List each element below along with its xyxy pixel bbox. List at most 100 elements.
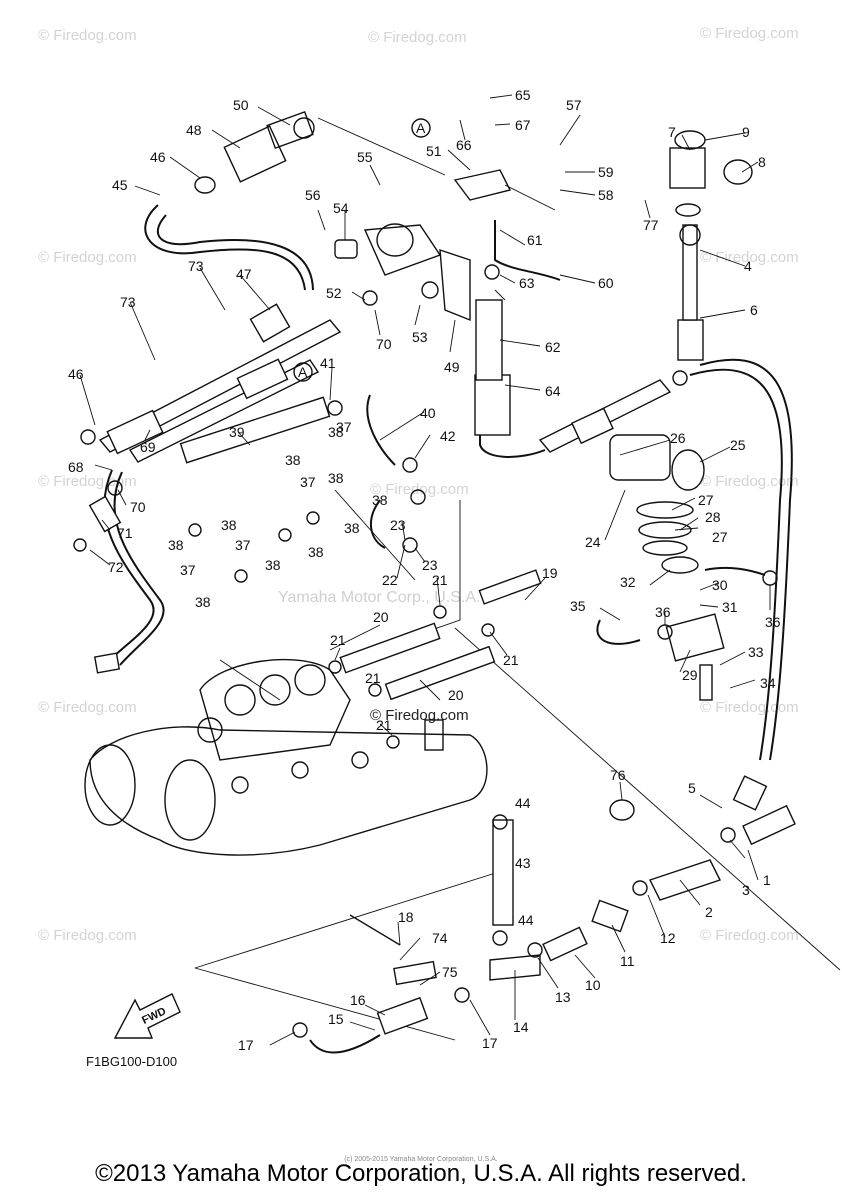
callout-number: 22	[382, 572, 398, 588]
callout-numbers: 1 2 3 4 5 6 7 8 9 10 11 12 13 14 15 16 1…	[68, 87, 781, 1053]
callout-number: 40	[420, 405, 436, 421]
callout-number: 43	[515, 855, 531, 871]
watermark: © Firedog.com	[38, 927, 137, 944]
callout-number: 53	[412, 329, 428, 345]
watermark: © Firedog.com	[700, 927, 799, 944]
callout-number: 68	[68, 459, 84, 475]
watermark: © Firedog.com	[700, 249, 799, 266]
callout-number: 8	[758, 154, 766, 170]
callout-number: 20	[448, 687, 464, 703]
callout-number: 36	[655, 604, 671, 620]
callout-number: 38	[265, 557, 281, 573]
callout-number: 69	[140, 439, 156, 455]
callout-number: 37	[336, 419, 352, 435]
callout-number: 39	[229, 424, 245, 440]
callout-number: 33	[748, 644, 764, 660]
callout-number: 37	[300, 474, 316, 490]
callout-number: 20	[373, 609, 389, 625]
svg-text:A: A	[298, 364, 308, 380]
callout-number: 38	[372, 492, 388, 508]
callout-number: 12	[660, 930, 676, 946]
callout-number: 6	[750, 302, 758, 318]
callout-number: 15	[328, 1011, 344, 1027]
watermark: © Firedog.com	[38, 473, 137, 490]
drawing-code: F1BG100-D100	[86, 1054, 177, 1069]
watermark: © Firedog.com	[700, 699, 799, 716]
engine-assembly	[84, 658, 488, 856]
watermark: © Firedog.com	[368, 29, 467, 46]
callout-number: 42	[440, 428, 456, 444]
callout-number: 31	[722, 599, 738, 615]
callout-number: 29	[682, 667, 698, 683]
callout-number: 56	[305, 187, 321, 203]
callout-number: 60	[598, 275, 614, 291]
callout-number: 45	[112, 177, 128, 193]
callout-number: 26	[670, 430, 686, 446]
callout-number: 67	[515, 117, 531, 133]
callout-number: 73	[120, 294, 136, 310]
watermark: © Firedog.com	[38, 27, 137, 44]
callout-number: 41	[320, 355, 336, 371]
callout-number: 52	[326, 285, 342, 301]
callout-number: 58	[598, 187, 614, 203]
fine-print: (c) 2005-2015 Yamaha Motor Corporation, …	[344, 1156, 498, 1163]
callout-number: 32	[620, 574, 636, 590]
callout-number: 63	[519, 275, 535, 291]
callout-number: 76	[610, 767, 626, 783]
callout-number: 27	[698, 492, 714, 508]
callout-number: 5	[688, 780, 696, 796]
callout-number: 44	[515, 795, 531, 811]
callout-number: 3	[742, 882, 750, 898]
callout-number: 59	[598, 164, 614, 180]
callout-number: 49	[444, 359, 460, 375]
callout-number: 11	[620, 953, 635, 969]
callout-number: 51	[426, 143, 442, 159]
copyright-footer: ©2013 Yamaha Motor Corporation, U.S.A. A…	[95, 1160, 747, 1187]
callout-number: 70	[376, 336, 392, 352]
callout-number: 38	[221, 517, 237, 533]
callout-number: 27	[712, 529, 728, 545]
callout-number: 64	[545, 383, 561, 399]
callout-number: 1	[763, 872, 771, 888]
callout-number: 46	[150, 149, 166, 165]
callout-number: 55	[357, 149, 373, 165]
callout-number: 21	[330, 632, 346, 648]
callout-number: 38	[344, 520, 360, 536]
callout-number: 19	[542, 565, 558, 581]
corrugated-hoses	[106, 303, 768, 1035]
callout-number: 38	[328, 470, 344, 486]
callout-number: 14	[513, 1019, 529, 1035]
callout-number: 36	[765, 614, 781, 630]
svg-text:A: A	[416, 120, 426, 136]
callout-number: 48	[186, 122, 202, 138]
callout-number: 23	[390, 517, 406, 533]
callout-number: 38	[195, 594, 211, 610]
callout-number: 17	[482, 1035, 498, 1051]
callout-number: 21	[432, 572, 448, 588]
callout-number: 74	[432, 930, 448, 946]
callout-number: 54	[333, 200, 349, 216]
callout-number: 34	[760, 675, 776, 691]
callout-number: 62	[545, 339, 561, 355]
callout-number: 17	[238, 1037, 254, 1053]
callout-number: 71	[117, 525, 133, 541]
callout-number: 9	[742, 124, 750, 140]
callout-number: 35	[570, 598, 586, 614]
callout-number: 38	[285, 452, 301, 468]
watermark: © Firedog.com	[38, 249, 137, 266]
callout-number: 7	[668, 124, 676, 140]
clamps	[73, 264, 778, 1038]
callout-number: 57	[566, 97, 582, 113]
callout-number: 38	[308, 544, 324, 560]
circle-marker-a: A A	[293, 118, 431, 382]
callout-number: 44	[518, 912, 534, 928]
callout-number: 30	[712, 577, 728, 593]
fittings	[179, 110, 753, 986]
callout-number: 50	[233, 97, 249, 113]
callout-number: 65	[515, 87, 531, 103]
callout-number: 21	[376, 717, 392, 733]
callout-number: 47	[236, 266, 252, 282]
callout-number: 46	[68, 366, 84, 382]
callout-number: 72	[108, 559, 124, 575]
callout-number: 2	[705, 904, 713, 920]
